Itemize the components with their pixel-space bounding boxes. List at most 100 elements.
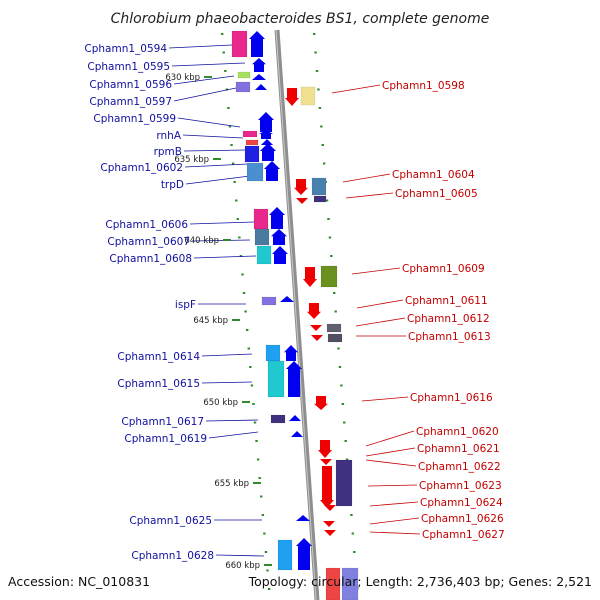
- tick-dot: [220, 33, 224, 35]
- label-connector: [365, 447, 416, 457]
- tick-dot: [235, 199, 238, 202]
- gene-label-forward: Cphamn1_0595: [87, 61, 170, 73]
- tick-dot: [334, 310, 337, 313]
- label-connector: [208, 431, 259, 439]
- genome-backbone: [274, 29, 320, 600]
- scale-tick: [264, 564, 272, 566]
- label-connector: [369, 517, 420, 525]
- tick-dot: [341, 403, 345, 405]
- label-connector: [184, 163, 249, 168]
- tick-dot: [327, 218, 330, 220]
- gene-label-forward: rnhA: [156, 130, 181, 142]
- tick-dot: [241, 273, 244, 276]
- gene-label-forward: Cphamn1_0617: [121, 416, 204, 428]
- reverse-gene-arrow: [320, 459, 332, 465]
- label-connector: [342, 173, 391, 183]
- tick-dot: [314, 51, 317, 54]
- forward-gene-arrow: [260, 143, 276, 161]
- reverse-gene-arrow: [294, 179, 308, 195]
- tick-dot: [328, 236, 332, 239]
- reverse-gene-arrow: [296, 198, 308, 204]
- scale-label: 630 kbp: [165, 73, 200, 83]
- gene-labels: Cphamn1_0594Cphamn1_0595Cphamn1_0596Cpha…: [84, 43, 504, 562]
- label-connector: [173, 87, 237, 102]
- accession-text: Accession: NC_010831: [8, 574, 150, 589]
- label-connector: [185, 175, 251, 185]
- tick-dot: [230, 144, 233, 146]
- reverse-gene-arrow: [324, 530, 336, 536]
- gene-box: [300, 86, 316, 106]
- label-connectors: [168, 44, 421, 557]
- gene-label-reverse: Cphamn1_0616: [410, 392, 493, 404]
- tick-dot: [250, 384, 254, 387]
- gene-label-forward: Cphamn1_0596: [89, 79, 172, 91]
- tick-dot: [351, 532, 355, 535]
- gene-features: [231, 30, 359, 600]
- scale-label: 655 kbp: [214, 479, 249, 489]
- forward-gene-arrow: [259, 130, 273, 139]
- tick-dot: [224, 70, 227, 72]
- forward-gene-arrow: [264, 161, 280, 181]
- forward-gene-arrow: [261, 139, 273, 145]
- gene-box: [311, 177, 327, 196]
- gene-box: [245, 139, 259, 146]
- label-connector: [205, 419, 259, 422]
- tick-dot: [228, 125, 232, 128]
- label-connector: [356, 299, 404, 309]
- tick-dot: [343, 421, 346, 424]
- label-connector: [193, 255, 257, 259]
- label-connector: [331, 84, 381, 94]
- tick-dot: [345, 458, 349, 461]
- gene-box: [265, 344, 281, 362]
- reverse-gene-arrow: [324, 505, 336, 511]
- forward-gene-arrow: [252, 58, 266, 72]
- gene-box: [341, 567, 359, 600]
- gene-box: [267, 360, 285, 398]
- tick-dot: [255, 440, 258, 442]
- tick-dot: [258, 477, 261, 479]
- tick-dot: [350, 514, 353, 516]
- reverse-gene-arrow: [320, 466, 334, 508]
- gene-box: [277, 539, 293, 571]
- gene-label-reverse: Cphamn1_0623: [419, 480, 502, 492]
- reverse-gene-arrow: [303, 267, 317, 287]
- scale-label: 645 kbp: [193, 316, 228, 326]
- gene-box: [246, 162, 264, 182]
- forward-gene-arrow: [258, 112, 274, 132]
- scale-tick: [213, 158, 221, 160]
- tick-dot: [231, 162, 235, 165]
- gene-label-forward: Cphamn1_0594: [84, 43, 167, 55]
- gene-box: [261, 296, 277, 306]
- gene-box: [270, 414, 286, 424]
- tick-dot: [260, 495, 263, 498]
- gene-box: [326, 323, 342, 333]
- tick-dot: [321, 144, 324, 146]
- tick-dot: [245, 329, 249, 331]
- scale-label: 635 kbp: [174, 155, 209, 165]
- tick-dot: [261, 514, 265, 516]
- gene-label-reverse: Cphamn1_0611: [405, 295, 488, 307]
- forward-gene-arrow: [271, 229, 287, 245]
- gene-label-forward: rpmB: [154, 146, 182, 158]
- gene-label-forward: Cphamn1_0606: [105, 219, 188, 231]
- label-connector: [365, 430, 415, 447]
- label-connector: [183, 149, 246, 152]
- tick-dot: [238, 236, 241, 239]
- label-connector: [177, 117, 241, 128]
- forward-gene-arrow: [289, 415, 301, 421]
- scale-tick: [242, 401, 250, 403]
- gene-box: [256, 245, 272, 265]
- tick-dot: [239, 255, 243, 257]
- gene-box: [253, 208, 269, 230]
- tick-dot: [264, 551, 268, 553]
- gene-label-reverse: Cphamn1_0627: [422, 529, 505, 541]
- tick-dot: [344, 440, 347, 442]
- gene-label-reverse: Cphamn1_0620: [416, 426, 499, 438]
- forward-gene-arrow: [255, 84, 267, 90]
- label-connector: [345, 192, 394, 199]
- gene-label-forward: Cphamn1_0619: [124, 433, 207, 445]
- tick-dot: [244, 310, 247, 313]
- tick-dot: [227, 107, 230, 109]
- tick-dot: [315, 70, 319, 72]
- gene-label-reverse: Cphamn1_0622: [418, 461, 501, 473]
